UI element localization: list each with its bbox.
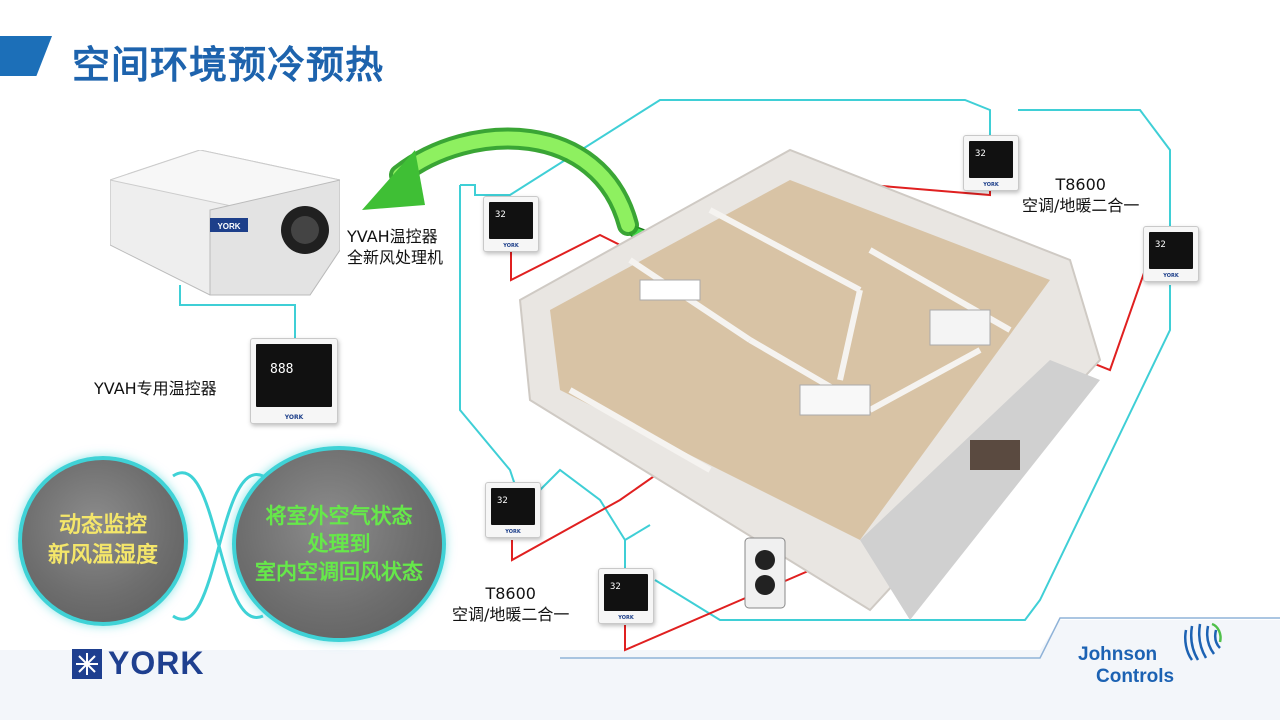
snowflake-icon [72, 648, 102, 679]
thermostat-brand: YORK [284, 414, 304, 421]
thermostat-brand: YORK [983, 182, 999, 188]
johnson-text: Johnson [1078, 644, 1158, 665]
process-circle-line3: 室内空调回风状态 [255, 560, 423, 584]
house-3d-illustration [518, 148, 1102, 620]
page-title: 空间环境预冷预热 [72, 43, 385, 87]
monitor-circle: 动态监控 新风温湿度 [18, 456, 188, 626]
thermostat-readout: 32 [497, 496, 508, 506]
thermostat-t8600-3: 32 YORK [1143, 226, 1199, 282]
johnson-controls-logo: Johnson Controls [1078, 622, 1222, 688]
yvah-controller-label-line1: YVAH温控器 [347, 227, 438, 246]
process-circle-line1: 将室外空气状态 [265, 504, 413, 528]
bottom-decoration [0, 617, 1280, 720]
york-logo: YORK [72, 645, 204, 682]
thermostat-brand: YORK [505, 529, 521, 535]
monitor-circle-line1: 动态监控 [58, 513, 147, 538]
process-circle: 将室外空气状态 处理到 室内空调回风状态 [232, 446, 446, 642]
yvah-controller-label-line2: 全新风处理机 [347, 248, 444, 267]
thermostat-brand: YORK [503, 243, 519, 249]
thermostat-t8600-2: 32 YORK [963, 135, 1019, 191]
controls-text: Controls [1096, 666, 1175, 687]
thermostat-readout: 32 [495, 210, 506, 220]
t8600-bottom-desc: 空调/地暖二合一 [452, 605, 570, 624]
process-circle-line2: 处理到 [307, 532, 371, 556]
t8600-bottom-model: T8600 [485, 584, 536, 603]
thermostat-t8600-1: 32 YORK [483, 196, 539, 252]
thermostat-readout: 32 [975, 149, 986, 159]
thermostat-brand: YORK [1163, 273, 1179, 279]
yvah-readout: 888 [270, 362, 294, 377]
johnson-controls-emblem-icon [1184, 622, 1222, 661]
york-logo-text: YORK [108, 645, 205, 681]
thermostat-brand: YORK [618, 615, 634, 621]
thermostat-readout: 32 [610, 582, 621, 592]
t8600-bottom-label: T8600 空调/地暖二合一 [452, 583, 569, 625]
yvah-dedicated-thermostat: 888 YORK [250, 338, 338, 424]
thermostat-t8600-4: 32 YORK [485, 482, 541, 538]
yvah-dedicated-label: YVAH专用温控器 [94, 379, 217, 398]
infinity-connector [172, 471, 264, 621]
yvah-controller-label: YVAH温控器 全新风处理机 [347, 226, 443, 268]
monitor-circle-line2: 新风温湿度 [47, 543, 158, 568]
t8600-top-desc: 空调/地暖二合一 [1022, 196, 1140, 215]
t8600-top-model: T8600 [1055, 175, 1106, 194]
t8600-top-label: T8600 空调/地暖二合一 [1022, 174, 1139, 216]
thermostat-t8600-5: 32 YORK [598, 568, 654, 624]
svg-text:YORK: YORK [217, 222, 240, 231]
fresh-air-unit: YORK [110, 150, 340, 296]
thermostat-readout: 32 [1155, 240, 1166, 250]
